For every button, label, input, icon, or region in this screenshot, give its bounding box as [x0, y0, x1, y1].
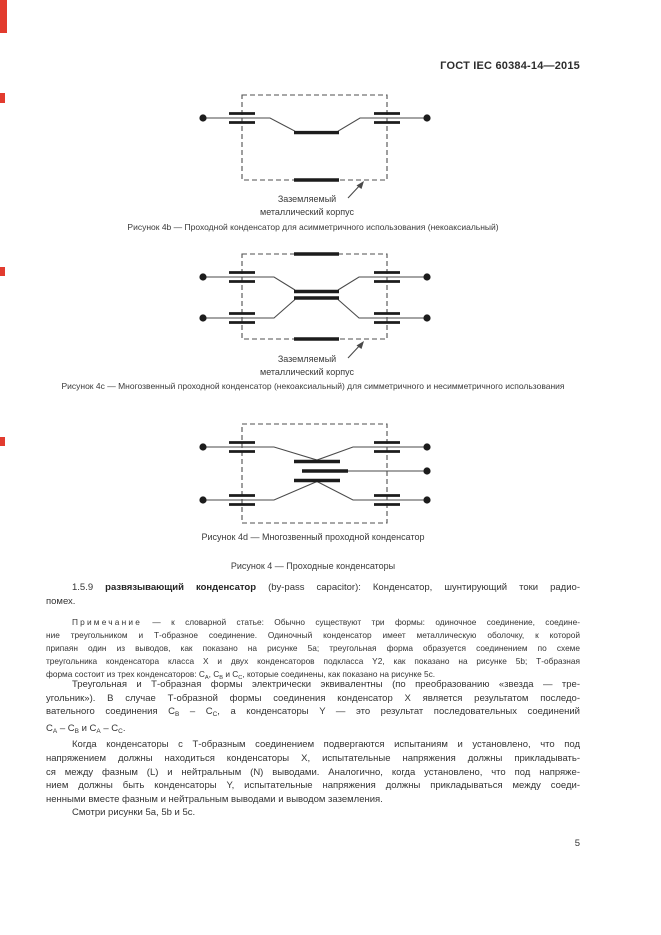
note-block: Примечание — к словарной статье: Обычно … [46, 616, 580, 685]
text-line: CA – CB и CA – CC. [46, 722, 580, 739]
feedthrough-capacitor-right-top [374, 271, 400, 283]
terminal-dot [199, 114, 207, 122]
text-segment: и C [78, 722, 97, 734]
terminal-dot [423, 273, 431, 281]
text-line: ненными вместе фазным и нейтральным выво… [46, 793, 383, 805]
terminal-dot [423, 443, 431, 451]
text-segment: – C [179, 706, 213, 718]
text-segment: , а конденсаторы Y — это результат после… [217, 706, 580, 718]
feedthrough-capacitor-left-bottom [229, 494, 255, 506]
subscript: B [74, 727, 79, 735]
text-line: нием должны быть конденсаторы Y, испытат… [46, 780, 580, 792]
page-number: 5 [574, 838, 580, 849]
text-segment: — к словарной статье: Обычно существуют … [142, 617, 580, 627]
definition-1-5-9: 1.5.9 развязывающий конденсатор (by-pass… [46, 581, 580, 608]
body-paragraphs: Треугольная и Т-образная формы электриче… [46, 678, 580, 820]
ground-arrowhead [356, 341, 364, 349]
subscript: B [219, 675, 224, 681]
feedthrough-capacitor-right [374, 112, 400, 124]
wire-bottom [203, 299, 427, 319]
text-segment: . [122, 722, 126, 734]
wire-bottom [203, 480, 427, 501]
scan-edge-mark [0, 93, 5, 103]
subscript: A [96, 727, 101, 735]
feedthrough-capacitor-right-top [374, 441, 400, 453]
text-line: треугольника конденсатора класса X и дву… [46, 656, 580, 666]
ground-arrowhead [356, 181, 364, 189]
ground-label-line1: Заземляемый [278, 354, 336, 364]
caption-figure-4d: Рисунок 4d — Многозвенный проходной конд… [201, 532, 425, 542]
feedthrough-capacitor-left-top [229, 441, 255, 453]
term-rest: (by-pass capacitor): Конденсатор, шунтир… [256, 582, 580, 593]
wire-top [203, 446, 427, 461]
terminal-dot [199, 273, 207, 281]
terminal-dot [199, 496, 207, 504]
text-segment: , которые соединены, как показано на рис… [242, 669, 436, 679]
scan-edge-mark [0, 267, 5, 276]
note-label: Примечание [72, 617, 143, 627]
terminal-dot [199, 314, 207, 322]
subscript: C [212, 711, 218, 719]
scan-edge-mark [0, 0, 7, 33]
caption-figure-4c: Рисунок 4c — Многозвенный проходной конд… [61, 381, 565, 391]
caption-figure-4: Рисунок 4 — Проходные конденсаторы [230, 561, 396, 571]
text-line: Примечание — к словарной статье: Обычно … [46, 616, 580, 629]
ground-label-line2: металлический корпус [260, 207, 354, 217]
text-line: форма состоит из трех конденсаторов: CA,… [46, 668, 580, 685]
text-segment: , C [208, 669, 220, 679]
text-line: ние треугольником и Т-образное соединени… [46, 630, 580, 640]
terminal-dot [423, 114, 431, 122]
metal-case-outline [241, 423, 388, 524]
subscript: C [118, 727, 123, 735]
feedthrough-capacitor-left [229, 112, 255, 124]
clause-number: 1.5.9 [72, 582, 106, 593]
scan-edge-mark [0, 437, 5, 446]
text-line: напряжением должны находиться конденсато… [46, 752, 580, 764]
caption-figure-4b: Рисунок 4b — Проходной конденсатор для а… [127, 222, 499, 232]
ground-label-line2: металлический корпус [260, 367, 354, 377]
text-segment: форма состоит из трех конденсаторов: C [46, 669, 205, 679]
metal-case-outline [241, 94, 388, 181]
wire-top [203, 276, 427, 291]
terminal-dot [423, 467, 431, 475]
terminal-dot [199, 443, 207, 451]
text-line: 1.5.9 развязывающий конденсатор (by-pass… [46, 581, 580, 595]
text-line: вательного соединения CB – CC, а конденс… [46, 705, 580, 722]
text-segment: – C [100, 722, 119, 734]
text-line: угольник»). В случае Т-образной формы со… [46, 692, 580, 704]
feedthrough-capacitor-right-bottom [374, 494, 400, 506]
subscript: A [204, 675, 209, 681]
text-line: Когда конденсаторы с Т-образным соединен… [72, 739, 580, 751]
feedthrough-capacitor-right-bottom [374, 312, 400, 324]
subscript: B [175, 711, 180, 719]
figure-4b-diagram: Заземляемый металлический корпус [199, 94, 431, 217]
term-bold: развязывающий конденсатор [105, 582, 257, 593]
page-header: ГОСТ IEC 60384-14—2015 [440, 60, 580, 72]
subscript: C [238, 675, 243, 681]
text-segment: вательного соединения C [46, 706, 176, 718]
feedthrough-capacitor-left-bottom [229, 312, 255, 324]
text-segment: – C [57, 722, 75, 734]
text-line: помех. [46, 595, 76, 607]
terminal-dot [423, 496, 431, 504]
subscript: A [52, 727, 58, 735]
figure-4c-diagram: Заземляемый металлический корпус [199, 252, 431, 377]
text-segment: и C [223, 669, 239, 679]
text-line: ся между фазным (L) и нейтральным (N) вы… [46, 766, 580, 778]
text-segment: C [46, 722, 53, 734]
text-line: припаян один из выводов, как показано на… [46, 643, 580, 653]
text-line: Смотри рисунки 5a, 5b и 5c. [72, 807, 196, 819]
text-line: Треугольная и Т-образная формы электриче… [72, 679, 580, 690]
figure-4d-diagram [199, 423, 431, 524]
terminal-dot [423, 314, 431, 322]
feedthrough-capacitor-left-top [229, 271, 255, 283]
ground-label-line1: Заземляемый [278, 194, 336, 204]
wire [203, 117, 427, 132]
